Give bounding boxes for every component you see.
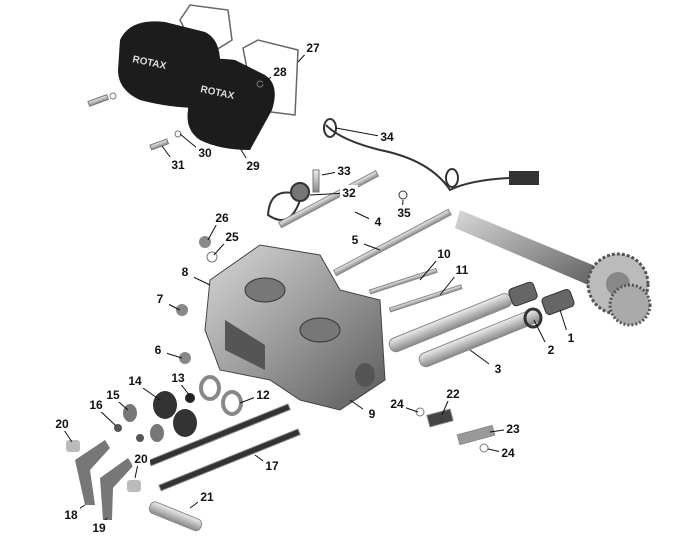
callout-background (169, 157, 187, 172)
callout-number: 28 (273, 65, 287, 79)
cylinder-head (204, 244, 386, 411)
callout-number: 24 (501, 446, 515, 460)
tappets (508, 281, 575, 329)
callout-number: 1 (568, 331, 575, 345)
callout-number: 4 (375, 215, 382, 229)
callout-number: 6 (155, 343, 162, 357)
callout-background (435, 246, 453, 261)
callout-background (198, 489, 216, 504)
camshaft (455, 210, 652, 327)
callout-number: 9 (369, 407, 376, 421)
bolts (87, 80, 320, 193)
callout-background (562, 330, 580, 345)
callout-number: 13 (171, 371, 185, 385)
callout-background (542, 342, 560, 357)
callout-number: 27 (306, 41, 320, 55)
callout-number: 21 (200, 490, 214, 504)
callout-background (151, 291, 169, 306)
callout-background (104, 387, 122, 402)
callout-number: 5 (352, 233, 359, 247)
callout-background (132, 451, 150, 466)
callout-number: 11 (456, 263, 469, 277)
callout-background (90, 520, 108, 535)
callout-number: 23 (506, 422, 520, 436)
callout-number: 14 (128, 374, 142, 388)
callout-number: 35 (397, 206, 411, 220)
callout-number: 16 (89, 398, 103, 412)
callout-number: 22 (446, 387, 460, 401)
callout-background (499, 445, 517, 460)
callout-background (244, 158, 262, 173)
callout-number: 2 (548, 343, 555, 357)
callout-background (263, 458, 281, 473)
callout-background (87, 397, 105, 412)
callout-number: 25 (225, 230, 239, 244)
callout-background (346, 232, 364, 247)
callout-background (378, 129, 396, 144)
sensor-harness (266, 118, 539, 221)
callout-background (176, 264, 194, 279)
callout-background (254, 387, 272, 402)
callout-number: 19 (92, 521, 106, 535)
callout-background (489, 361, 507, 376)
callout-number: 31 (171, 158, 185, 172)
callout-background (335, 163, 353, 178)
callout-background (196, 145, 214, 160)
callout-background (126, 373, 144, 388)
callout-number: 20 (134, 452, 148, 466)
callout-background (504, 421, 522, 436)
callout-number: 33 (337, 164, 351, 178)
callout-number: 26 (215, 211, 229, 225)
callout-background (271, 64, 289, 79)
callout-number: 17 (265, 459, 279, 473)
callout-background (340, 185, 358, 200)
callout-background (62, 507, 80, 522)
callout-background (53, 416, 71, 431)
callout-background (304, 40, 322, 55)
callout-background (388, 396, 406, 411)
callout-background (213, 210, 231, 225)
callout-background (363, 406, 381, 421)
callout-number: 32 (342, 186, 356, 200)
callout-background (453, 262, 471, 277)
callout-number: 7 (157, 292, 164, 306)
callout-number: 10 (437, 247, 451, 261)
callout-number: 15 (106, 388, 120, 402)
callout-number: 34 (380, 130, 394, 144)
callout-number: 8 (182, 265, 189, 279)
callout-number: 30 (198, 146, 212, 160)
callout-background (223, 229, 241, 244)
valve-cover-2: ROTAX (187, 58, 275, 150)
callout-background (369, 214, 387, 229)
callout-background (149, 342, 167, 357)
callout-background (395, 205, 413, 220)
callout-number: 3 (495, 362, 502, 376)
callout-leader-line (335, 127, 386, 138)
callout-number: 20 (55, 417, 69, 431)
callout-background (444, 386, 462, 401)
callout-number: 18 (64, 508, 78, 522)
callout-background (169, 370, 187, 385)
small-parts (66, 236, 489, 520)
rods (148, 170, 542, 532)
callout-number: 12 (256, 388, 270, 402)
callout-number: 24 (390, 397, 404, 411)
callout-number: 29 (246, 159, 260, 173)
